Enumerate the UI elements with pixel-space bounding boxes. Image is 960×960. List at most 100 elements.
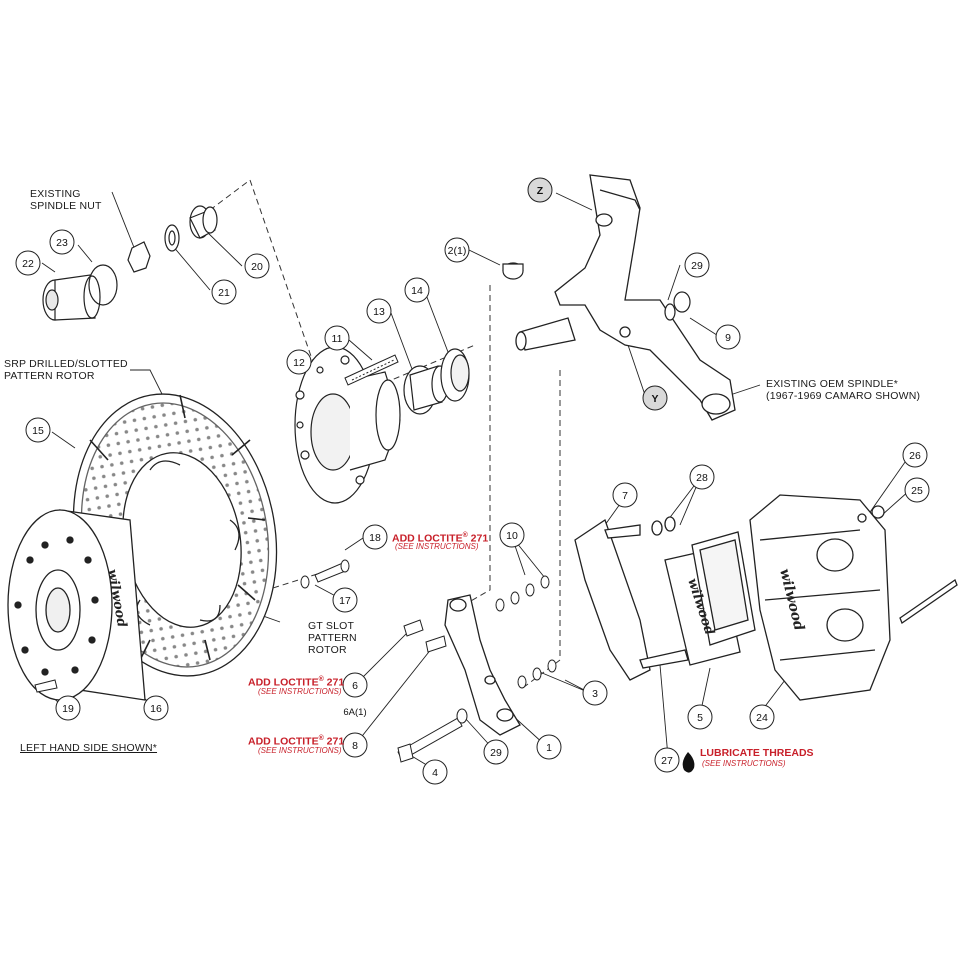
callout-14: 14 [404,277,430,303]
callout-z: Z [527,177,553,203]
svg-text:20: 20 [251,261,263,273]
svg-text:29: 29 [490,747,502,759]
svg-text:24: 24 [756,712,768,724]
bolt-19 [34,679,58,693]
callout-7: 7 [612,482,638,508]
wheel-stud [344,354,399,386]
callout-22: 22 [15,250,41,276]
spacer-2-1 [502,262,524,280]
callout-5: 5 [687,704,713,730]
svg-text:Y: Y [651,393,658,405]
svg-text:29: 29 [691,260,703,272]
svg-text:2(1): 2(1) [448,245,467,257]
note-see-instructions-8: (SEE INSTRUCTIONS) [258,746,342,755]
svg-text:11: 11 [332,333,343,345]
svg-text:15: 15 [32,425,44,437]
bolt-17-18 [300,559,350,589]
callout-20: 20 [244,253,270,279]
svg-text:9: 9 [725,332,731,344]
note-see-instructions-lube: (SEE INSTRUCTIONS) [702,759,786,768]
label-srp-rotor: SRP DRILLED/SLOTTED PATTERN ROTOR [4,358,128,382]
grease-seal [440,348,470,402]
callout-15: 15 [25,417,51,443]
hub-assembly [294,346,401,504]
label-existing-oem-spindle: EXISTING OEM SPINDLE* (1967-1969 CAMARO … [766,378,921,402]
caliper-bridge-plate [574,516,689,681]
svg-text:14: 14 [411,285,423,297]
svg-text:13: 13 [373,306,385,318]
callout-6: 6 [342,672,368,698]
washer-nut-9-29 [664,291,691,321]
note-loctite-8: ADD LOCTITE® 271 [248,735,345,748]
callout-2-1: 2(1) [444,237,470,263]
dust-cap-assembly [42,264,118,321]
spindle-nut-hardware [127,205,218,273]
svg-text:6: 6 [352,680,358,692]
svg-text:26: 26 [909,450,921,462]
svg-text:1: 1 [546,742,552,754]
callout-26: 26 [902,442,928,468]
callouts: Z Y 2(1) 29 9 23 22 20 21 11 13 14 12 15… [15,177,930,785]
callout-23: 23 [49,229,75,255]
callout-17: 17 [332,587,358,613]
inner-bearing [403,365,449,415]
svg-text:27: 27 [661,755,673,767]
svg-text:8: 8 [352,740,358,752]
svg-text:28: 28 [696,472,708,484]
label-left-hand-side: LEFT HAND SIDE SHOWN* [20,742,158,754]
svg-text:4: 4 [432,767,438,779]
svg-text:12: 12 [293,357,305,369]
callout-6a: 6A(1) [343,707,366,718]
callout-13: 13 [366,298,392,324]
svg-text:Z: Z [537,185,544,197]
callout-9: 9 [715,324,741,350]
caliper-bracket [444,594,521,736]
callout-21: 21 [211,279,237,305]
svg-text:16: 16 [150,703,162,715]
svg-text:5: 5 [697,712,703,724]
callout-4: 4 [422,759,448,785]
callout-10: 10 [499,522,525,548]
oil-drop-icon [682,752,695,773]
note-see-instructions-18: (SEE INSTRUCTIONS) [395,542,479,551]
rotor-hat [7,509,146,701]
svg-text:23: 23 [56,237,68,249]
note-see-instructions-6: (SEE INSTRUCTIONS) [258,687,342,696]
callout-y: Y [642,385,668,411]
note-loctite-18: ADD LOCTITE® 271 [392,532,489,545]
svg-text:21: 21 [218,287,230,299]
mounting-bolts [397,619,468,763]
svg-text:17: 17 [339,595,351,607]
caliper [749,494,958,701]
callout-11: 11 [324,325,350,351]
callout-24: 24 [749,704,775,730]
shim-washers [495,575,557,689]
assembly-lines [209,179,561,691]
svg-text:3: 3 [592,688,598,700]
svg-text:19: 19 [62,703,74,715]
oem-spindle [515,174,736,421]
callout-12: 12 [286,349,312,375]
svg-text:7: 7 [622,490,628,502]
callout-8: 8 [342,732,368,758]
callout-3: 3 [582,680,608,706]
callout-18: 18 [362,524,388,550]
svg-text:25: 25 [911,485,923,497]
callout-1: 1 [536,734,562,760]
callout-19: 19 [55,695,81,721]
label-existing-spindle-nut: EXISTING SPINDLE NUT [30,188,102,212]
note-lubricate-threads: LUBRICATE THREADS [700,747,814,759]
brake-pads [664,531,756,666]
svg-text:22: 22 [22,258,34,270]
callout-29a: 29 [684,252,710,278]
callout-27: 27 [654,747,680,773]
callout-29b: 29 [483,739,509,765]
svg-text:10: 10 [506,530,518,542]
note-loctite-6: ADD LOCTITE® 271 [248,676,345,689]
svg-text:18: 18 [369,532,381,544]
callout-28: 28 [689,464,715,490]
label-gt-rotor: GT SLOT PATTERN ROTOR [308,620,357,656]
svg-text:6A(1): 6A(1) [343,707,366,718]
callout-16: 16 [143,695,169,721]
